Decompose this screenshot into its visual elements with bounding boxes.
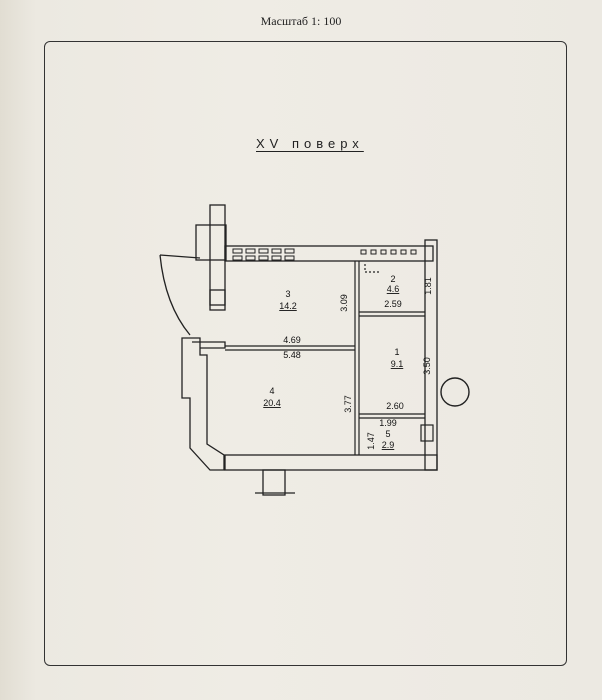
room-5-area: 2.9: [382, 440, 395, 450]
shaft-lower: [209, 289, 226, 311]
dim-1-99: 1.99: [379, 418, 397, 428]
room-labels: 3 14.2 2 4.6 1 9.1 4 20.4 5 2.9: [263, 274, 403, 450]
room-3-number: 3: [285, 289, 290, 299]
interior-walls: [225, 261, 470, 455]
shaft-small: [420, 424, 434, 442]
floor-title: XV поверх: [256, 136, 364, 151]
room-3-area: 14.2: [279, 301, 297, 311]
right-wall: [424, 239, 438, 471]
room-4-area: 20.4: [263, 398, 281, 408]
room-4-number: 4: [269, 386, 274, 396]
dim-3-09: 3.09: [339, 294, 349, 312]
shaft-block: [195, 224, 227, 261]
dim-3-50: 3.50: [422, 357, 432, 375]
walls: [159, 204, 438, 496]
dim-2-60: 2.60: [386, 401, 404, 411]
dim-1-81: 1.81: [423, 277, 433, 295]
drawing-frame: [44, 41, 567, 666]
dim-3-77: 3.77: [343, 395, 353, 413]
riser-symbol: [440, 377, 470, 407]
dim-1-47: 1.47: [366, 432, 376, 450]
room-2-number: 2: [390, 274, 395, 284]
scale-label: Масштаб 1: 100: [260, 14, 342, 28]
ventilation-shaft: [209, 204, 226, 306]
room-2-area: 4.6: [387, 284, 400, 294]
balcony-door-arc: [159, 254, 201, 336]
dimension-labels: 4.69 5.48 2.59 2.60 1.99 3.09 3.77 1.81 …: [283, 277, 433, 450]
left-upper-wall: [192, 341, 226, 349]
dim-4-69: 4.69: [283, 335, 301, 345]
left-wall: [181, 337, 225, 471]
room-1-area: 9.1: [391, 359, 404, 369]
dim-2-59: 2.59: [384, 299, 402, 309]
dim-5-48: 5.48: [283, 350, 301, 360]
room-1-number: 1: [394, 347, 399, 357]
window-marks: [232, 248, 417, 261]
bottom-wall: [224, 454, 438, 471]
bottom-stub: [262, 469, 286, 496]
room-5-number: 5: [385, 429, 390, 439]
